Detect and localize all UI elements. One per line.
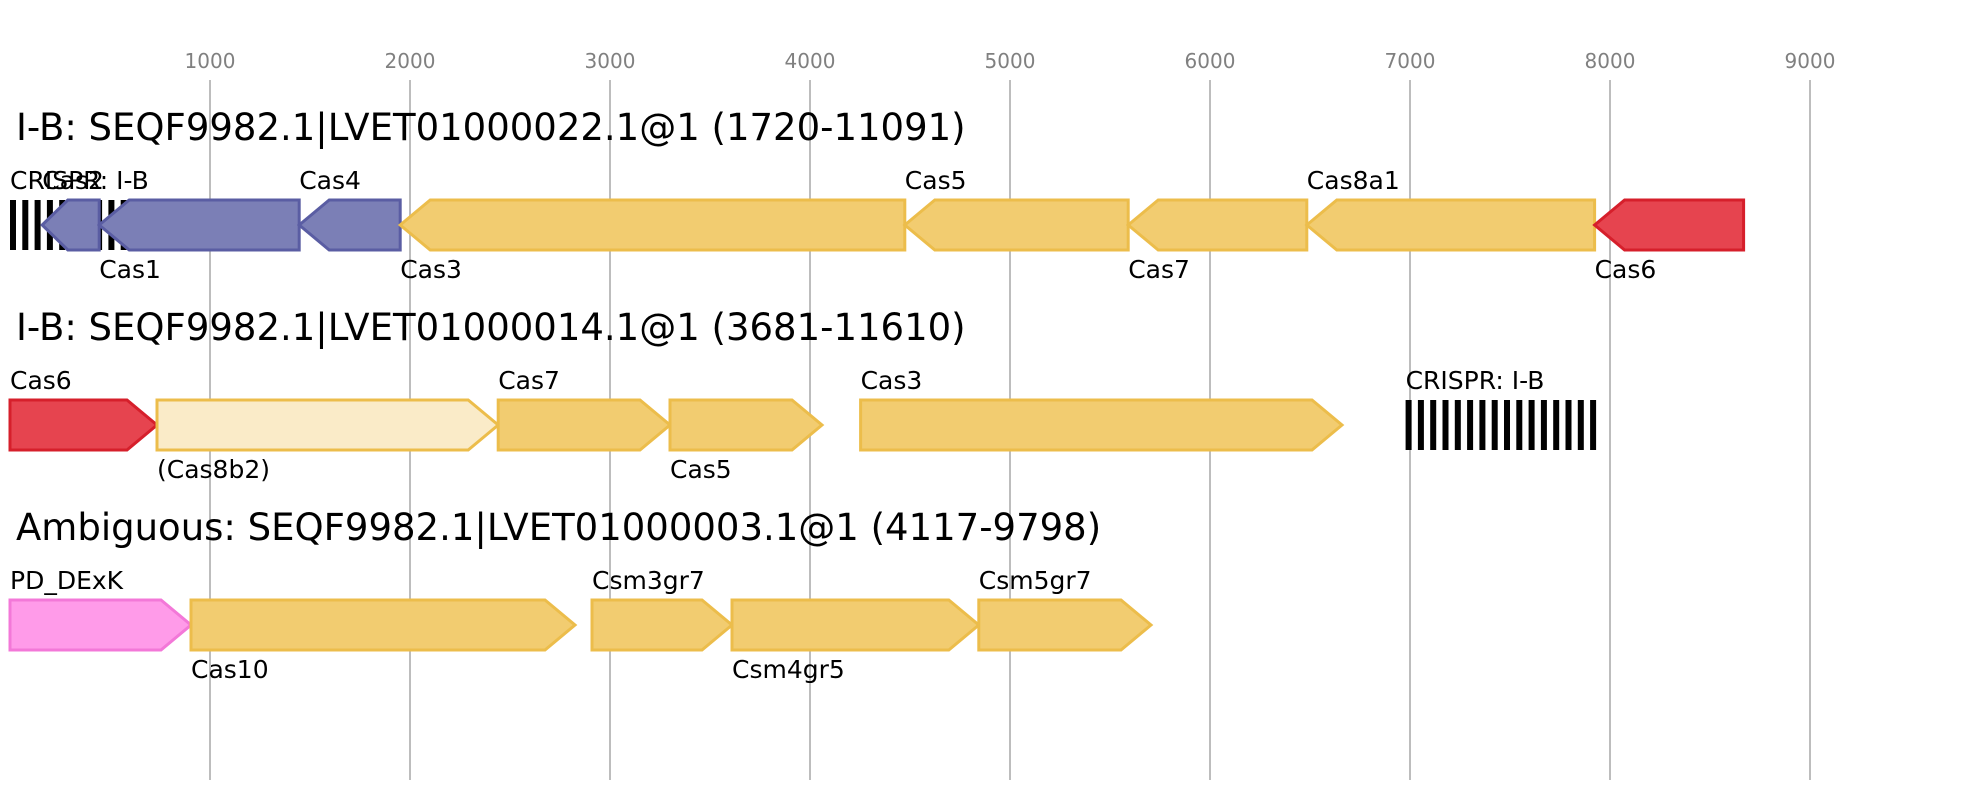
gene-label: Cas4 bbox=[299, 166, 361, 195]
crispr-array bbox=[1405, 400, 1597, 450]
crispr-spacer bbox=[1565, 400, 1572, 450]
gene-arrow bbox=[189, 598, 578, 652]
tick-label: 8000 bbox=[1585, 49, 1636, 73]
gene-label: Cas2 bbox=[42, 166, 104, 195]
gene-label: Cas6 bbox=[10, 366, 72, 395]
crispr-spacer bbox=[1479, 400, 1486, 450]
gene-arrow bbox=[859, 398, 1345, 452]
gene-arrow bbox=[1125, 198, 1309, 252]
crispr-spacer bbox=[1590, 400, 1597, 450]
locus-track: I-B: SEQF9982.1|LVET01000022.1@1 (1720-1… bbox=[10, 106, 1746, 284]
gene-arrow bbox=[668, 398, 825, 452]
gene-label: Cas7 bbox=[498, 366, 560, 395]
crispr-spacer bbox=[1454, 400, 1461, 450]
gene-label: Cas5 bbox=[670, 455, 732, 484]
array-label: CRISPR: I-B bbox=[1406, 366, 1545, 395]
gene-arrow bbox=[397, 198, 907, 252]
locus-title: I-B: SEQF9982.1|LVET01000022.1@1 (1720-1… bbox=[16, 106, 966, 149]
tick-label: 2000 bbox=[385, 49, 436, 73]
tick-label: 3000 bbox=[585, 49, 636, 73]
gene-arrow bbox=[296, 198, 402, 252]
gene-arrow bbox=[1304, 198, 1597, 252]
gene-arrow bbox=[977, 598, 1154, 652]
gene-arrow bbox=[1592, 198, 1746, 252]
gene-label: Cas8a1 bbox=[1307, 166, 1400, 195]
crispr-spacer bbox=[22, 200, 29, 250]
gene-arrow bbox=[496, 398, 673, 452]
gene-arrow bbox=[96, 198, 301, 252]
locus-track: I-B: SEQF9982.1|LVET01000014.1@1 (3681-1… bbox=[8, 306, 1597, 484]
gene-label: PD_DExK bbox=[10, 566, 124, 595]
crispr-spacer bbox=[1405, 400, 1412, 450]
gene-label: Cas7 bbox=[1128, 255, 1190, 284]
tick-label: 4000 bbox=[785, 49, 836, 73]
tick-label: 1000 bbox=[185, 49, 236, 73]
gene-label: Cas6 bbox=[1595, 255, 1657, 284]
gene-label: Cas3 bbox=[400, 255, 462, 284]
gene-arrow bbox=[730, 598, 982, 652]
crispr-spacer bbox=[10, 200, 16, 250]
tick-label: 9000 bbox=[1785, 49, 1836, 73]
gene-label: Csm3gr7 bbox=[592, 566, 705, 595]
axis-ticks: 1000 2000 3000 4000 5000 6000 7000 8000 9000 bbox=[185, 49, 1836, 73]
crispr-spacer bbox=[1577, 400, 1584, 450]
gene-label: Csm4gr5 bbox=[732, 655, 845, 684]
crispr-spacer bbox=[1417, 400, 1424, 450]
array-label: CRISPR: I-B bbox=[10, 166, 149, 195]
crispr-spacer bbox=[34, 200, 41, 250]
gene-arrow bbox=[590, 598, 735, 652]
locus-track: Ambiguous: SEQF9982.1|LVET01000003.1@1 (… bbox=[8, 506, 1154, 684]
gene-arrow bbox=[155, 398, 501, 452]
crispr-spacer bbox=[1504, 400, 1510, 450]
crispr-spacer bbox=[1467, 400, 1474, 450]
gene-label: (Cas8b2) bbox=[157, 455, 270, 484]
loci-layer: I-B: SEQF9982.1|LVET01000022.1@1 (1720-1… bbox=[8, 106, 1746, 684]
locus-title: Ambiguous: SEQF9982.1|LVET01000003.1@1 (… bbox=[16, 506, 1101, 549]
crispr-spacer bbox=[1528, 400, 1535, 450]
crispr-spacer bbox=[1442, 400, 1449, 450]
gene-label: Cas1 bbox=[99, 255, 161, 284]
gene-arrow bbox=[8, 398, 160, 452]
gene-arrow bbox=[902, 198, 1130, 252]
tick-label: 6000 bbox=[1185, 49, 1236, 73]
locus-title: I-B: SEQF9982.1|LVET01000014.1@1 (3681-1… bbox=[16, 306, 966, 349]
gene-label: Cas5 bbox=[905, 166, 967, 195]
crispr-spacer bbox=[1491, 400, 1498, 450]
gene-label: Cas10 bbox=[191, 655, 269, 684]
crispr-spacer bbox=[1430, 400, 1437, 450]
gene-label: Cas3 bbox=[861, 366, 923, 395]
crispr-spacer bbox=[1540, 400, 1547, 450]
crispr-spacer bbox=[1516, 400, 1523, 450]
gene-label: Csm5gr7 bbox=[979, 566, 1092, 595]
tick-label: 5000 bbox=[985, 49, 1036, 73]
tick-label: 7000 bbox=[1385, 49, 1436, 73]
gene-arrow bbox=[8, 598, 194, 652]
crispr-spacer bbox=[1553, 400, 1560, 450]
